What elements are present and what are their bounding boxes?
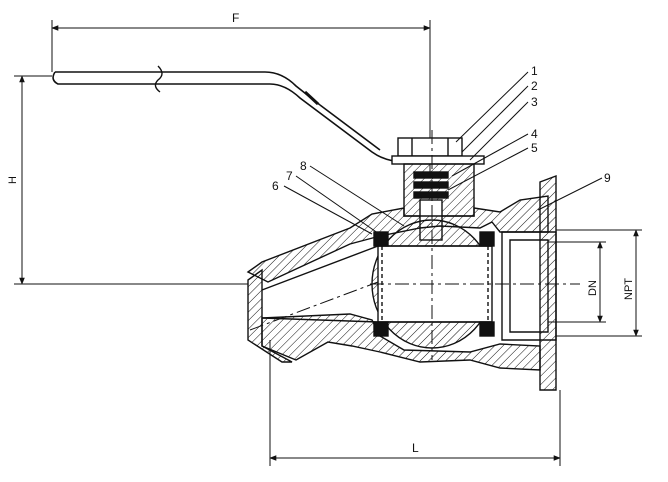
- callout-4: 4: [531, 127, 538, 141]
- callout-3: 3: [531, 95, 538, 109]
- dimension-h-label: H: [7, 176, 19, 184]
- callout-9: 9: [604, 171, 611, 185]
- lever-handle: [52, 65, 406, 163]
- dimension-dn: DN: [548, 241, 606, 323]
- dimension-h: H: [7, 75, 248, 285]
- dimension-f: F: [51, 11, 431, 175]
- callout-7: 7: [286, 169, 293, 183]
- dimension-npt-label: NPT: [623, 278, 635, 300]
- callout-6: 6: [272, 179, 279, 193]
- callout-5: 5: [531, 141, 538, 155]
- center-lines: [249, 130, 580, 360]
- valve-body: [246, 174, 557, 391]
- callout-leaders: [283, 71, 603, 237]
- dimension-npt: NPT: [556, 229, 642, 337]
- dimension-f-label: F: [232, 11, 239, 25]
- dimension-l: L: [269, 340, 561, 466]
- callout-8: 8: [300, 159, 307, 173]
- callout-1: 1: [531, 64, 538, 78]
- dimension-dn-label: DN: [587, 280, 599, 296]
- callout-labels: 1 2 3 4 5 6 7 8 9: [272, 64, 611, 193]
- dimension-l-label: L: [412, 441, 419, 455]
- callout-2: 2: [531, 79, 538, 93]
